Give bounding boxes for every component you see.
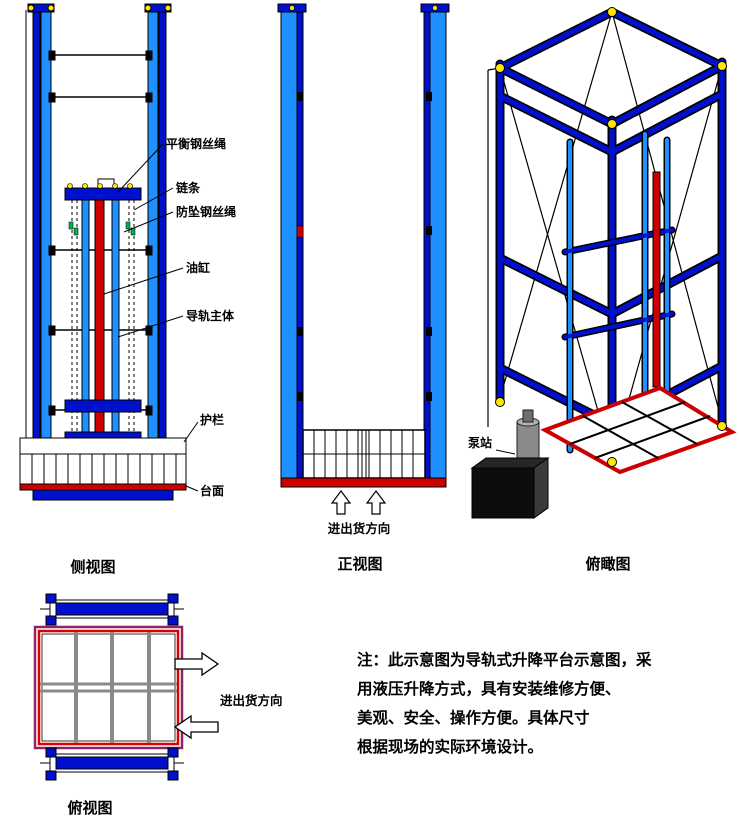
deck-edge — [19, 483, 187, 491]
platform-plan — [33, 625, 184, 750]
top-assembly-upper — [40, 593, 184, 626]
label-chain: 链条 — [176, 180, 201, 195]
note-line: 根据现场的实际环境设计。 — [357, 739, 544, 756]
side-view-caption: 侧视图 — [70, 559, 116, 576]
pump-tank — [471, 467, 535, 519]
label-pump-station: 泵站 — [468, 435, 492, 450]
note-line: 用液压升降方式，具有安装维修方便、 — [357, 681, 621, 698]
front-view-caption: 正视图 — [337, 556, 383, 573]
top-view-caption: 俯视图 — [67, 800, 113, 817]
up-arrow-icon — [365, 490, 387, 515]
top-view: 进出货方向 — [22, 590, 342, 820]
front-view: 进出货方向 — [263, 2, 468, 552]
label-antifall-rope: 防坠钢丝绳 — [176, 204, 236, 219]
note-line: 美观、安全、操作方便。具体尺寸 — [357, 710, 590, 727]
perspective-cylinder — [652, 171, 661, 388]
carriage — [64, 178, 142, 443]
top-assembly-lower — [40, 747, 184, 781]
side-view: 平衡钢丝绳 链条 防坠钢丝绳 油缸 导轨主体 护栏 台面 — [8, 2, 263, 559]
oil-cylinder — [94, 199, 105, 433]
direction-arrows-up — [330, 490, 387, 515]
red-clamp — [296, 225, 304, 238]
side-view-drawing: 平衡钢丝绳 链条 防坠钢丝绳 油缸 导轨主体 护栏 台面 — [19, 3, 236, 501]
front-view-drawing: 进出货方向 — [277, 3, 450, 536]
label-cylinder: 油缸 — [186, 260, 210, 275]
perspective-view: 泵站 — [460, 2, 739, 557]
perspective-view-caption: 俯瞰图 — [585, 556, 631, 573]
front-direction-label: 进出货方向 — [328, 521, 391, 536]
front-deck-edge — [280, 477, 447, 488]
front-columns — [277, 3, 450, 479]
label-guardrail: 护栏 — [200, 412, 224, 427]
leader-lines — [103, 143, 199, 492]
note-block: 注：此示意图为导轨式升降平台示意图，采 用液压升降方式，具有安装维修方便、 美观… — [357, 646, 729, 762]
pallet-platform — [540, 385, 737, 475]
label-rail-body: 导轨主体 — [186, 308, 235, 323]
front-platform — [280, 429, 447, 488]
left-arrow-icon — [173, 714, 219, 740]
platform-guardrail — [19, 437, 187, 501]
right-arrow-icon — [174, 651, 220, 677]
direction-arrows-lr — [173, 651, 220, 740]
perspective-drawing: 泵站 — [468, 7, 737, 519]
label-deck: 台面 — [200, 483, 224, 498]
note-line: 注：此示意图为导轨式升降平台示意图，采 — [357, 652, 652, 669]
label-balance-rope: 平衡钢丝绳 — [166, 136, 226, 151]
base-beam — [32, 489, 174, 501]
side-columns — [27, 3, 172, 493]
joint-dots — [495, 7, 727, 467]
top-direction-label: 进出货方向 — [220, 693, 283, 708]
top-view-drawing: 进出货方向 — [33, 593, 283, 781]
antifall-clamps — [68, 221, 136, 236]
pump-station — [470, 409, 550, 519]
up-arrow-icon — [330, 490, 352, 515]
